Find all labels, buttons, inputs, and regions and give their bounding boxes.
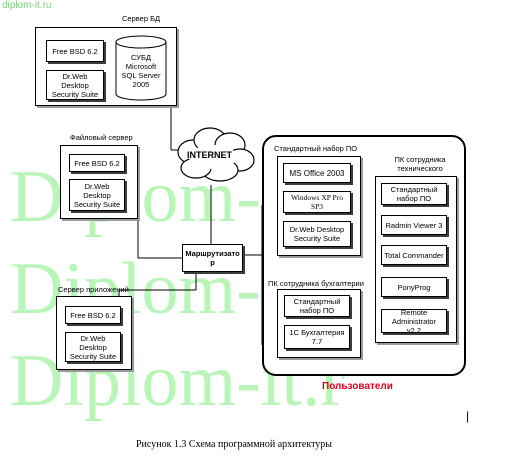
standard-set-item-ms-office: MS Office 2003 (283, 163, 351, 183)
accounting-pc-title: ПК сотрудника бухгалтерии (268, 279, 364, 288)
app-server-antivirus-box: Dr.Web Desktop Security Suite (65, 332, 121, 362)
accounting-pc-frame: Стандартный набор ПО 1С Бухгалтерия 7.7 (277, 289, 361, 358)
file-server-antivirus-box: Dr.Web Desktop Security Suite (69, 179, 125, 211)
tech-item-remote-admin: Remote Administrator v2.2 (381, 308, 447, 335)
dbms-label: СУБД Microsoft SQL Server 2005 (121, 53, 161, 89)
app-server-title: Сервер приложений (58, 285, 129, 294)
site-watermark: diplom-it.ru (2, 0, 52, 11)
tech-pc-frame: Стандартный набор ПО Radmin Viewer 3 Tot… (375, 176, 457, 343)
file-server-frame: Free BSD 6.2 Dr.Web Desktop Security Sui… (60, 145, 138, 219)
db-server-frame: Free BSD 6.2 Dr.Web Desktop Security Sui… (35, 27, 177, 106)
text-cursor-mark: | (466, 409, 470, 423)
router-box: Маршрутизато р (182, 244, 243, 272)
internet-cloud (177, 127, 255, 182)
users-label: Пользователи (322, 381, 393, 392)
standard-set-title: Стандартный набор ПО (274, 144, 358, 153)
tech-item-ponyprog: PonyProg (381, 277, 447, 297)
file-server-os-box: Free BSD 6.2 (69, 154, 125, 172)
app-server-frame: Free BSD 6.2 Dr.Web Desktop Security Sui… (56, 296, 132, 370)
db-server-title: Сервер БД (122, 14, 161, 23)
figure-caption: Рисунок 1.3 Схема программной архитектур… (136, 439, 333, 450)
tech-item-total-commander: Total Commander (381, 245, 447, 265)
standard-set-item-drweb: Dr.Web Desktop Security Suite (283, 221, 351, 247)
app-server-os-box: Free BSD 6.2 (65, 306, 121, 324)
dbms-cylinder (115, 35, 167, 101)
standard-set-item-windows: Windows XP Pro SP3 (283, 191, 351, 213)
accounting-item-standard-set: Стандартный набор ПО (284, 295, 350, 317)
db-server-antivirus-box: Dr.Web Desktop Security Suite (46, 70, 104, 100)
file-server-title: Файловый сервер (70, 133, 133, 142)
tech-item-radmin: Radmin Viewer 3 (381, 215, 447, 235)
tech-item-standard-set: Стандартный набор ПО (381, 183, 447, 205)
standard-set-frame: MS Office 2003 Windows XP Pro SP3 Dr.Web… (277, 156, 361, 256)
internet-label: INTERNET (187, 150, 232, 160)
accounting-item-1c: 1С Бухгалтерия 7.7 (284, 325, 350, 349)
db-server-os-box: Free BSD 6.2 (46, 40, 104, 62)
